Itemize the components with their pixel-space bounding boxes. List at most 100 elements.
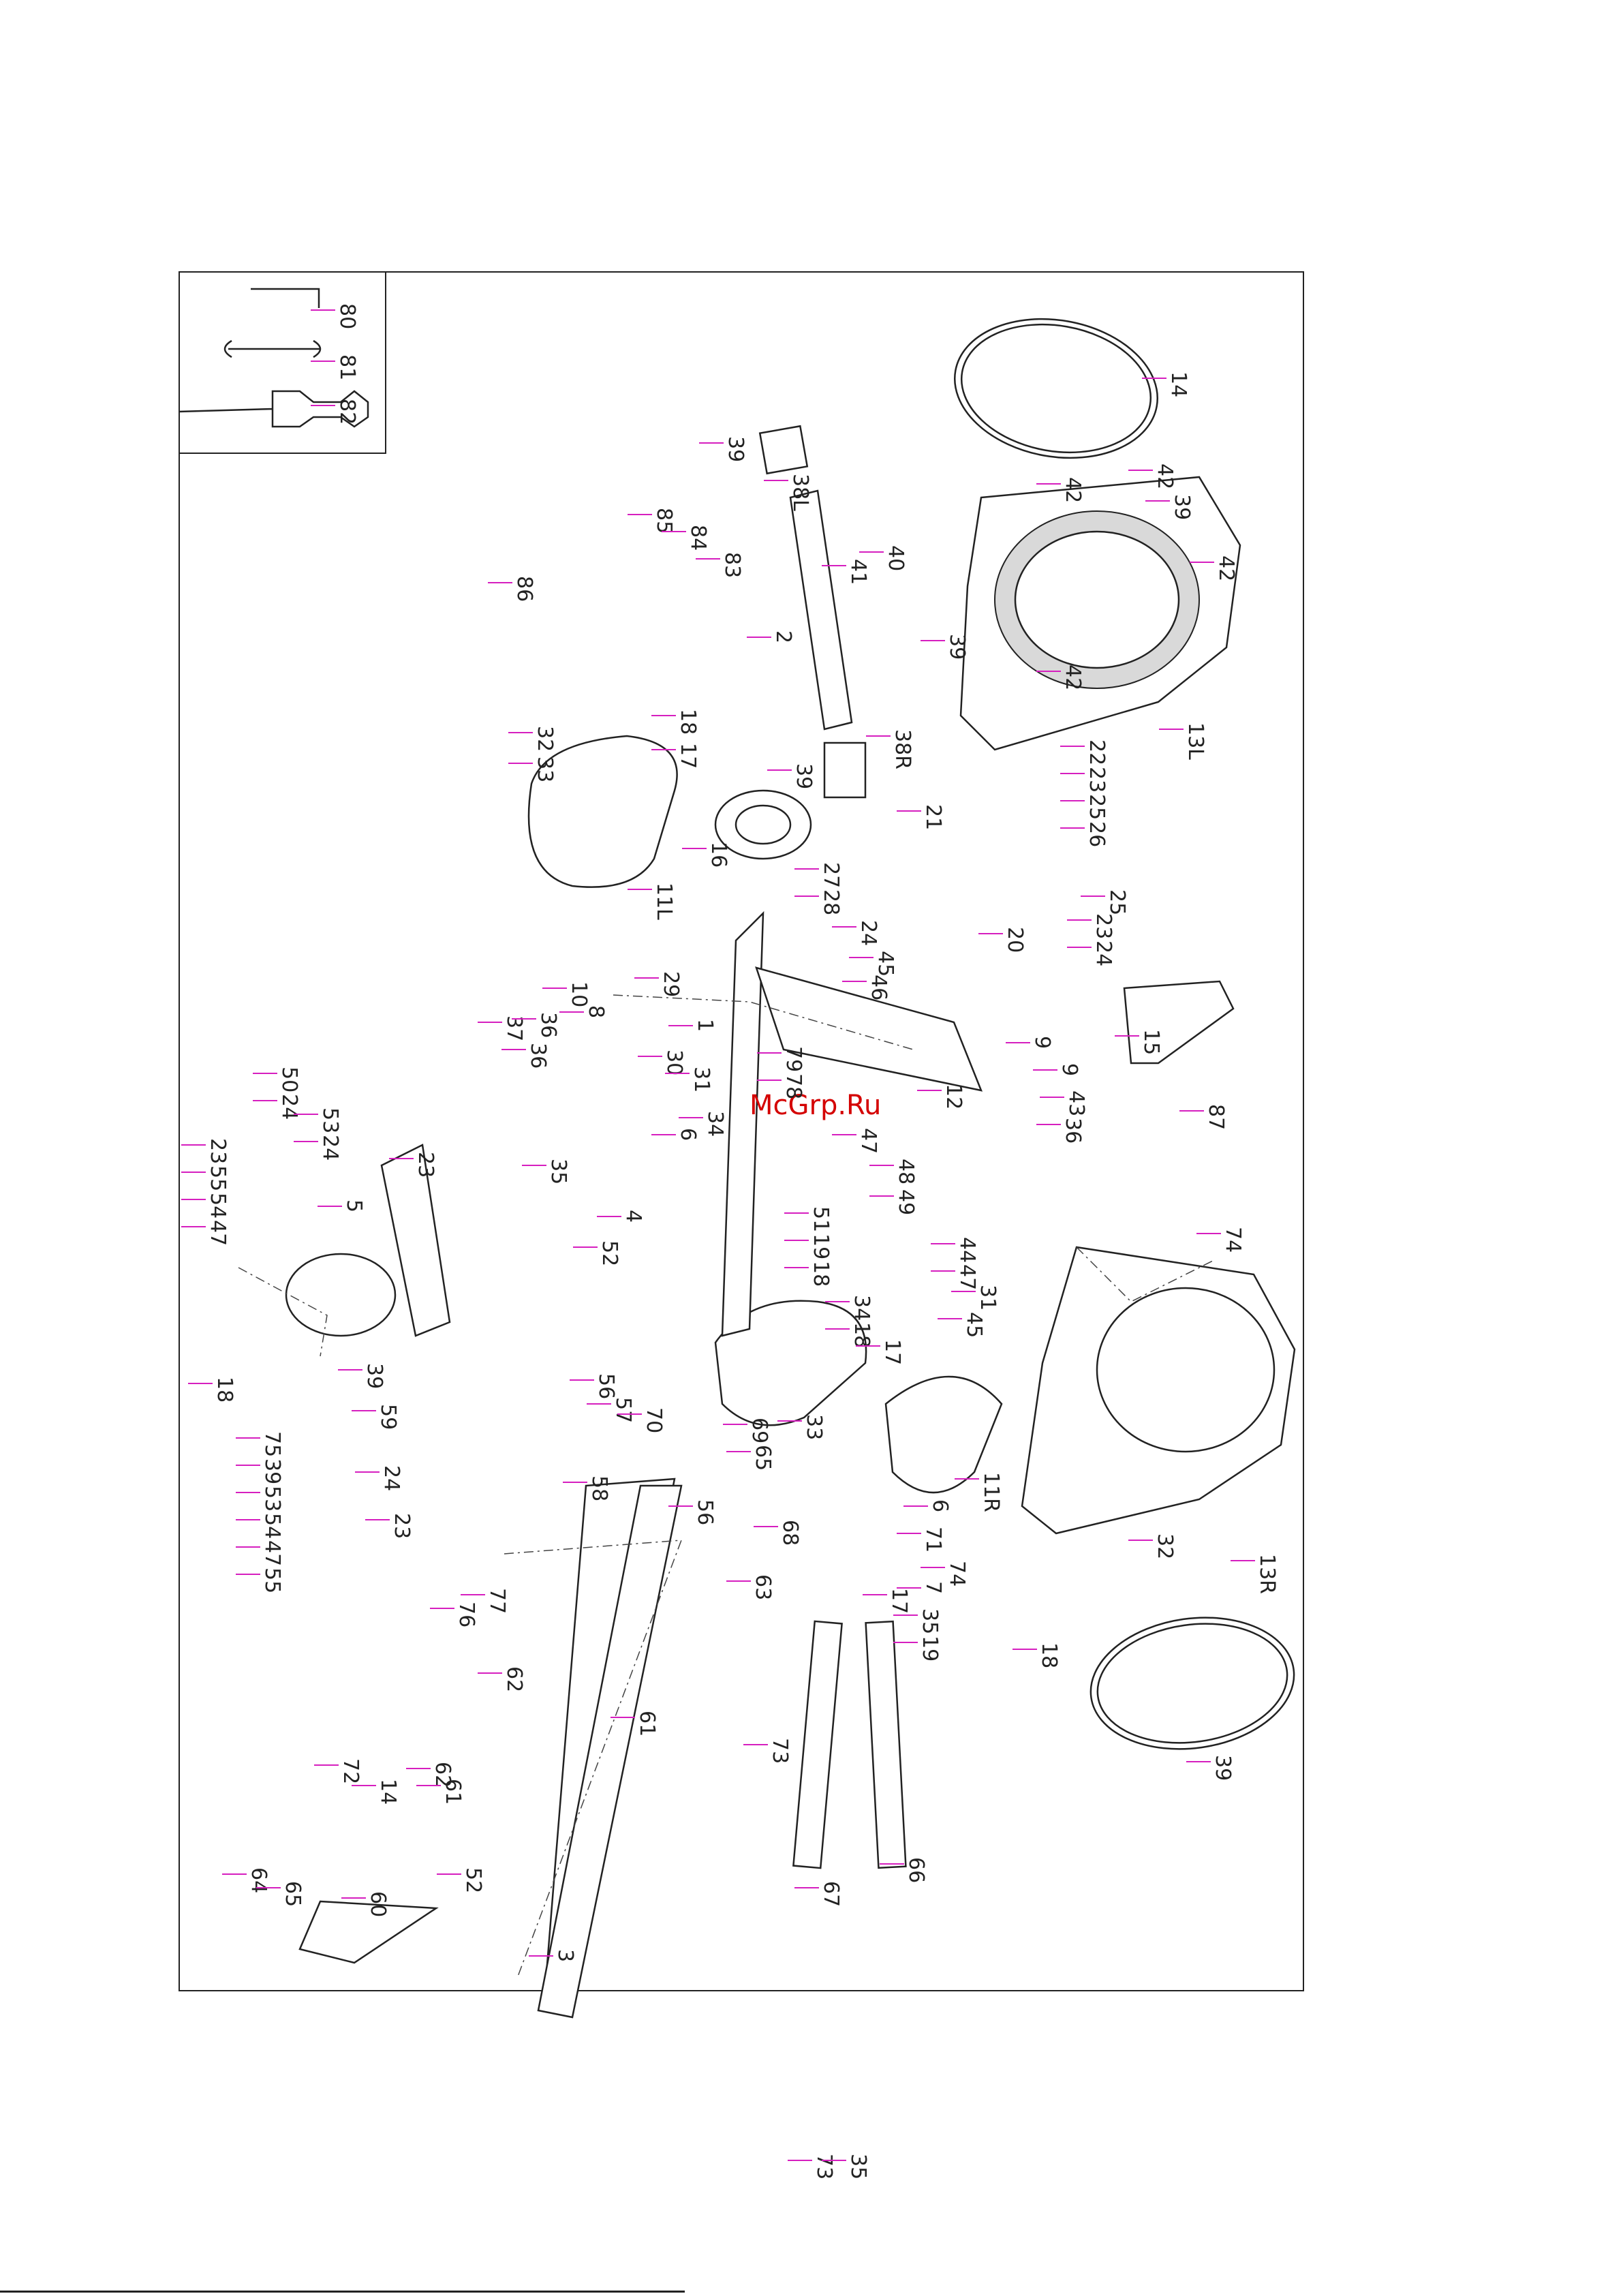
part-label-25: 25: [1085, 794, 1109, 820]
part-label-54: 54: [260, 1513, 284, 1539]
part-label-62: 62: [502, 1666, 526, 1692]
part-label-52: 52: [461, 1867, 485, 1893]
part-label-79: 79: [782, 1046, 805, 1072]
part-label-36: 36: [536, 1012, 560, 1038]
part-label-24: 24: [380, 1465, 403, 1491]
part-label-13R: 13R: [1255, 1554, 1279, 1594]
part-label-45: 45: [874, 951, 897, 977]
part-label-65: 65: [281, 1881, 305, 1907]
part-label-17: 17: [880, 1339, 904, 1365]
part-label-51: 51: [809, 1206, 833, 1232]
part-label-24: 24: [1092, 940, 1115, 966]
part-label-31: 31: [976, 1285, 1000, 1311]
part-label-69: 69: [747, 1418, 771, 1443]
part-label-18: 18: [809, 1261, 833, 1287]
part-label-71: 71: [921, 1527, 945, 1552]
part-label-35: 35: [846, 2154, 870, 2179]
part-label-23: 23: [390, 1513, 414, 1539]
part-label-80: 80: [335, 303, 359, 329]
part-label-49: 49: [894, 1189, 918, 1215]
part-label-70: 70: [642, 1407, 666, 1433]
part-label-13L: 13L: [1184, 722, 1207, 760]
part-label-17: 17: [676, 743, 700, 769]
part-label-11R: 11R: [979, 1472, 1003, 1512]
part-label-66: 66: [904, 1857, 928, 1883]
part-label-23: 23: [1085, 767, 1109, 793]
part-label-42: 42: [1061, 664, 1085, 690]
part-label-12: 12: [942, 1084, 965, 1109]
tool-box-inset: [179, 271, 386, 454]
part-label-39: 39: [362, 1363, 386, 1389]
part-label-18: 18: [1037, 1642, 1061, 1668]
part-label-24: 24: [318, 1135, 342, 1161]
part-label-85: 85: [652, 508, 676, 534]
part-label-32: 32: [533, 726, 557, 752]
drawing-frame: [179, 271, 1304, 1991]
part-label-24: 24: [277, 1094, 301, 1120]
bottom-rule: [0, 2291, 685, 2293]
part-label-21: 21: [921, 804, 945, 830]
part-label-15: 15: [1139, 1029, 1163, 1055]
part-label-42: 42: [1153, 463, 1177, 489]
part-label-29: 29: [659, 971, 683, 997]
part-label-63: 63: [751, 1574, 775, 1600]
part-label-33: 33: [802, 1414, 826, 1440]
part-label-19: 19: [809, 1234, 833, 1259]
part-label-22: 22: [1085, 739, 1109, 765]
part-label-47: 47: [955, 1264, 979, 1290]
part-label-23: 23: [414, 1152, 437, 1178]
part-label-77: 77: [485, 1588, 509, 1614]
part-label-24: 24: [856, 920, 880, 946]
part-label-27: 27: [819, 862, 843, 888]
part-label-43: 43: [1064, 1090, 1088, 1116]
part-label-52: 52: [598, 1240, 621, 1266]
part-label-35: 35: [546, 1159, 570, 1184]
part-label-31: 31: [690, 1067, 713, 1092]
part-label-44: 44: [955, 1237, 979, 1263]
part-label-8: 8: [584, 1005, 608, 1018]
part-label-50: 50: [277, 1067, 301, 1092]
part-label-74: 74: [945, 1561, 969, 1587]
part-label-5: 5: [342, 1199, 366, 1212]
part-label-47: 47: [206, 1220, 230, 1246]
part-label-72: 72: [339, 1758, 362, 1784]
part-label-57: 57: [611, 1397, 635, 1423]
part-label-81: 81: [335, 354, 359, 380]
part-label-75: 75: [260, 1431, 284, 1457]
part-label-42: 42: [1214, 555, 1238, 581]
part-label-20: 20: [1003, 927, 1027, 953]
part-label-17: 17: [887, 1588, 911, 1614]
part-label-37: 37: [502, 1015, 526, 1041]
part-label-74: 74: [1221, 1227, 1245, 1253]
part-label-35: 35: [918, 1608, 942, 1634]
part-label-48: 48: [894, 1159, 918, 1184]
housing-parts: [954, 318, 1296, 1750]
part-label-39: 39: [792, 763, 816, 789]
part-label-67: 67: [819, 1881, 843, 1907]
part-label-65: 65: [751, 1445, 775, 1471]
part-label-64: 64: [247, 1867, 270, 1893]
part-label-54: 54: [206, 1193, 230, 1219]
part-label-58: 58: [587, 1475, 611, 1501]
part-label-55: 55: [206, 1165, 230, 1191]
part-label-9: 9: [1030, 1036, 1054, 1049]
part-label-25: 25: [1105, 889, 1129, 915]
part-label-55: 55: [260, 1567, 284, 1593]
part-label-68: 68: [778, 1520, 802, 1546]
part-label-34: 34: [703, 1111, 727, 1137]
part-label-40: 40: [884, 545, 908, 571]
part-label-73: 73: [812, 2154, 836, 2179]
part-label-3: 3: [553, 1949, 577, 1962]
part-label-33: 33: [533, 756, 557, 782]
part-label-34: 34: [850, 1295, 874, 1321]
part-label-26: 26: [1085, 821, 1109, 847]
part-label-14: 14: [1166, 371, 1190, 397]
part-label-11L: 11L: [652, 883, 676, 920]
part-label-60: 60: [366, 1891, 390, 1917]
part-label-39: 39: [1170, 494, 1194, 520]
part-label-42: 42: [1061, 477, 1085, 503]
part-label-39: 39: [724, 436, 747, 462]
tools-group: [178, 288, 369, 428]
part-label-18: 18: [213, 1377, 236, 1403]
